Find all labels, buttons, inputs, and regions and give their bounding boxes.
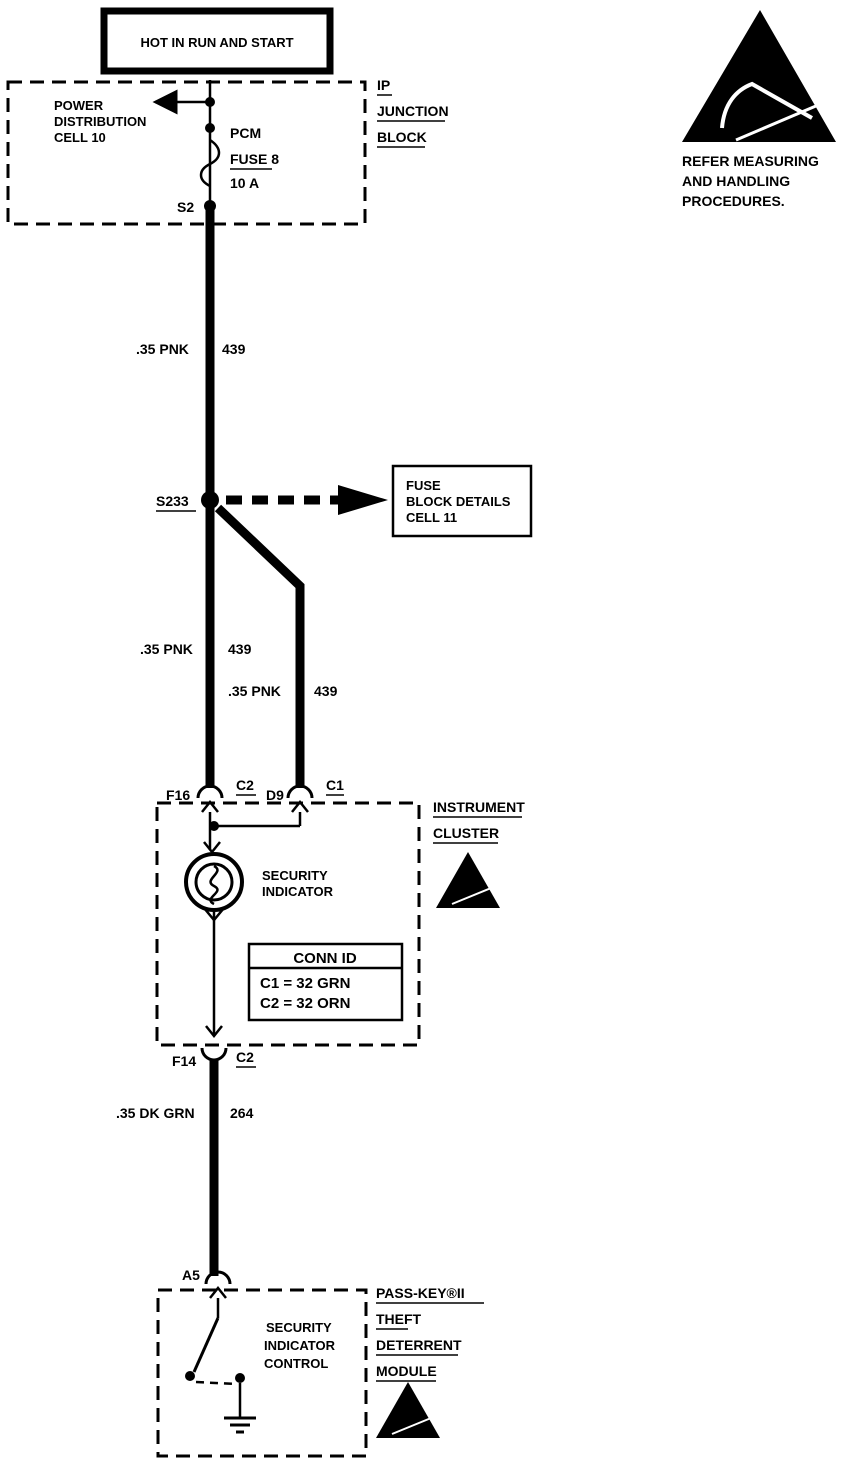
ip-junction-label-1: IP	[377, 77, 390, 93]
wire-439-branch	[214, 504, 305, 788]
security-indicator-label-2: INDICATOR	[262, 884, 334, 899]
connector-f16: F16 C2	[166, 777, 256, 813]
theft-deterrent-module-box	[156, 1288, 368, 1458]
theft-module-label-1: PASS-KEY®II	[376, 1285, 465, 1301]
conn-id-row-2: C2 = 32 ORN	[260, 995, 350, 1012]
fuse-label-2: FUSE 8	[230, 151, 279, 167]
security-control-label-1: SECURITY	[266, 1320, 332, 1335]
wire3-size-color: .35 PNK	[228, 683, 281, 699]
conn-c2-bottom-label: C2	[236, 1049, 254, 1065]
fuse-block-details-2: BLOCK DETAILS	[406, 494, 511, 509]
fuse-block-details-1: FUSE	[406, 478, 441, 493]
pin-f14-label: F14	[172, 1053, 196, 1069]
ip-junction-label-2: JUNCTION	[377, 103, 449, 119]
connector-a5: A5	[182, 1267, 232, 1299]
splice-s2-label: S2	[177, 199, 194, 215]
conn-c1-label: C1	[326, 777, 344, 793]
power-distribution-label-3: CELL 10	[54, 130, 106, 145]
conn-c2-top-label: C2	[236, 777, 254, 793]
esd-note-2: AND HANDLING	[682, 173, 790, 189]
power-source-label: HOT IN RUN AND START	[140, 35, 293, 50]
connector-d9: D9 C1	[266, 777, 344, 813]
theft-module-label-3: DETERRENT	[376, 1337, 462, 1353]
wire4-size-color: .35 DK GRN	[116, 1105, 195, 1121]
instrument-cluster-box	[155, 801, 421, 1047]
esd-note-3: PROCEDURES.	[682, 193, 785, 209]
conn-id-row-1: C1 = 32 GRN	[260, 975, 350, 992]
wire2-size-color: .35 PNK	[140, 641, 193, 657]
theft-module-label-2: THEFT	[376, 1311, 422, 1327]
ip-junction-label-3: BLOCK	[377, 129, 427, 145]
wire1-size-color: .35 PNK	[136, 341, 189, 357]
splice-s233-label: S233	[156, 493, 189, 509]
wire1-circuit: 439	[222, 341, 246, 357]
conn-id-table: CONN ID C1 = 32 GRN C2 = 32 ORN	[247, 942, 404, 1022]
pin-f16-label: F16	[166, 787, 190, 803]
fuse-block-details-3: CELL 11	[406, 510, 457, 525]
cluster-esd-icon	[436, 852, 500, 908]
wire2-circuit: 439	[228, 641, 252, 657]
fuse-label-1: PCM	[230, 125, 261, 141]
esd-warning-icon	[682, 10, 836, 142]
wire3-circuit: 439	[314, 683, 338, 699]
instrument-cluster-label-2: CLUSTER	[433, 825, 499, 841]
security-indicator-lamp-icon	[184, 852, 244, 912]
instrument-cluster-label-1: INSTRUMENT	[433, 799, 525, 815]
power-distribution-label-2: DISTRIBUTION	[54, 114, 146, 129]
ground-icon	[224, 1416, 256, 1434]
ip-junction-block: IP JUNCTION BLOCK POWER DISTRIBUTION CEL…	[6, 77, 449, 226]
power-source-box: HOT IN RUN AND START	[100, 7, 334, 75]
wire4-circuit: 264	[230, 1105, 254, 1121]
security-control-label-3: CONTROL	[264, 1356, 328, 1371]
fuse-icon	[199, 138, 221, 188]
esd-warning: REFER MEASURING AND HANDLING PROCEDURES.	[682, 10, 836, 209]
theft-module-label-4: MODULE	[376, 1363, 437, 1379]
fuse-block-arrow-icon	[338, 485, 388, 515]
fuse-block-details-box	[391, 464, 533, 538]
pin-d9-label: D9	[266, 787, 284, 803]
fuse-label-3: 10 A	[230, 175, 259, 191]
switch-icon	[192, 1317, 220, 1373]
esd-note-1: REFER MEASURING	[682, 153, 819, 169]
conn-id-title: CONN ID	[293, 950, 357, 967]
module-esd-icon	[376, 1382, 440, 1438]
power-distribution-label-1: POWER	[54, 98, 104, 113]
security-indicator-label-1: SECURITY	[262, 868, 328, 883]
security-control-label-2: INDICATOR	[264, 1338, 336, 1353]
pin-a5-label: A5	[182, 1267, 200, 1283]
